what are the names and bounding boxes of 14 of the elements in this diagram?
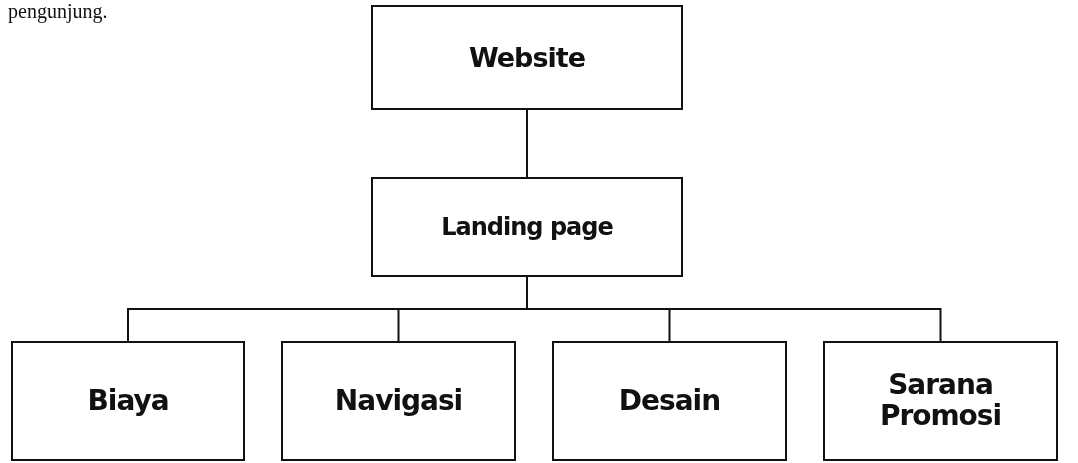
box [281, 341, 516, 461]
box-label: Landing page [441, 213, 613, 241]
box-label: Website [469, 42, 585, 73]
box-label: Sarana Promosi [878, 370, 1003, 432]
box [371, 5, 683, 110]
box [11, 341, 245, 461]
box-label: Desain [618, 385, 721, 417]
box [823, 341, 1058, 461]
box-label: Biaya [87, 385, 169, 417]
connector-line [526, 109, 528, 178]
box [552, 341, 787, 461]
box [371, 177, 683, 277]
text-fragment: pengunjung. [8, 0, 108, 23]
box-label: Navigasi [334, 385, 463, 417]
